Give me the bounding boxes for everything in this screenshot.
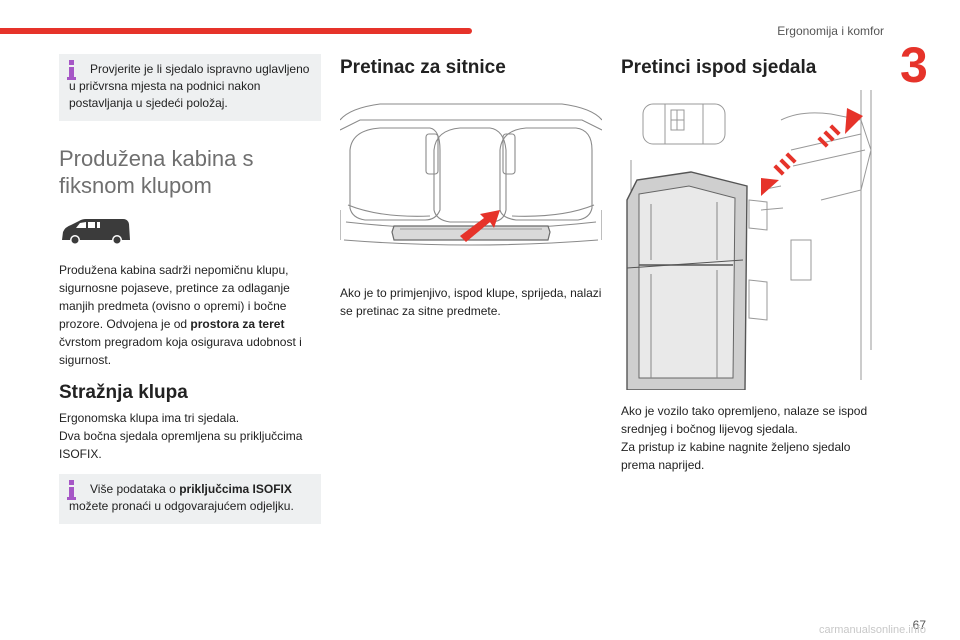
column-left: Provjerite je li sjedalo ispravno uglavl… xyxy=(59,54,321,524)
rear-bench-line1: Ergonomska klupa ima tri sjedala. xyxy=(59,411,240,425)
page-number: 67 xyxy=(912,618,926,632)
top-accent-bar xyxy=(0,28,472,34)
underseat-text-line1: Ako je vozilo tako opremljeno, nalaze se… xyxy=(621,404,868,436)
note-first-line: Provjerite je li sjedalo ispravno uglavl… xyxy=(90,62,310,76)
underseat-text-line2: Za pristup iz kabine nagnite željeno sje… xyxy=(621,440,851,472)
column-right: Pretinci ispod sjedala xyxy=(621,54,883,474)
underseat-compartment-illustration xyxy=(626,90,872,390)
heading-underseat-compartments: Pretinci ispod sjedala xyxy=(621,57,817,78)
info-note-seat-latch: Provjerite je li sjedalo ispravno uglavl… xyxy=(59,54,321,121)
section-header: Ergonomija i komfor xyxy=(777,24,884,38)
van-icon xyxy=(62,219,130,245)
bold-isofix: priključcima ISOFIX xyxy=(179,482,292,496)
watermark-text: carmanualsonline.info xyxy=(818,624,926,636)
extended-cab-description: Produžena kabina sadrži nepomičnu klupu,… xyxy=(59,263,302,367)
info-note-isofix: Više podataka o priključcima ISOFIX može… xyxy=(59,474,321,524)
section-title-extended-cab: Produžena kabina s fiksnom klupom xyxy=(59,146,254,198)
rear-bench-line2: Dva bočna sjedala opremljena su priključ… xyxy=(59,429,303,461)
small-items-tray-text: Ako je to primjenjivo, ispod klupe, spri… xyxy=(340,286,602,318)
column-middle: Pretinac za sitnice Ako je to primjenjiv… xyxy=(340,54,602,320)
info-icon xyxy=(67,480,76,500)
bold-cargo-space: prostora za teret xyxy=(190,317,285,331)
note-rest: u pričvrsna mjesta na podnici nakon post… xyxy=(69,79,261,110)
heading-small-items-tray: Pretinac za sitnice xyxy=(340,57,506,78)
info-icon xyxy=(67,60,76,80)
chapter-number: 3 xyxy=(900,37,928,93)
heading-rear-bench: Stražnja klupa xyxy=(59,382,188,403)
bench-tray-illustration xyxy=(340,103,602,246)
